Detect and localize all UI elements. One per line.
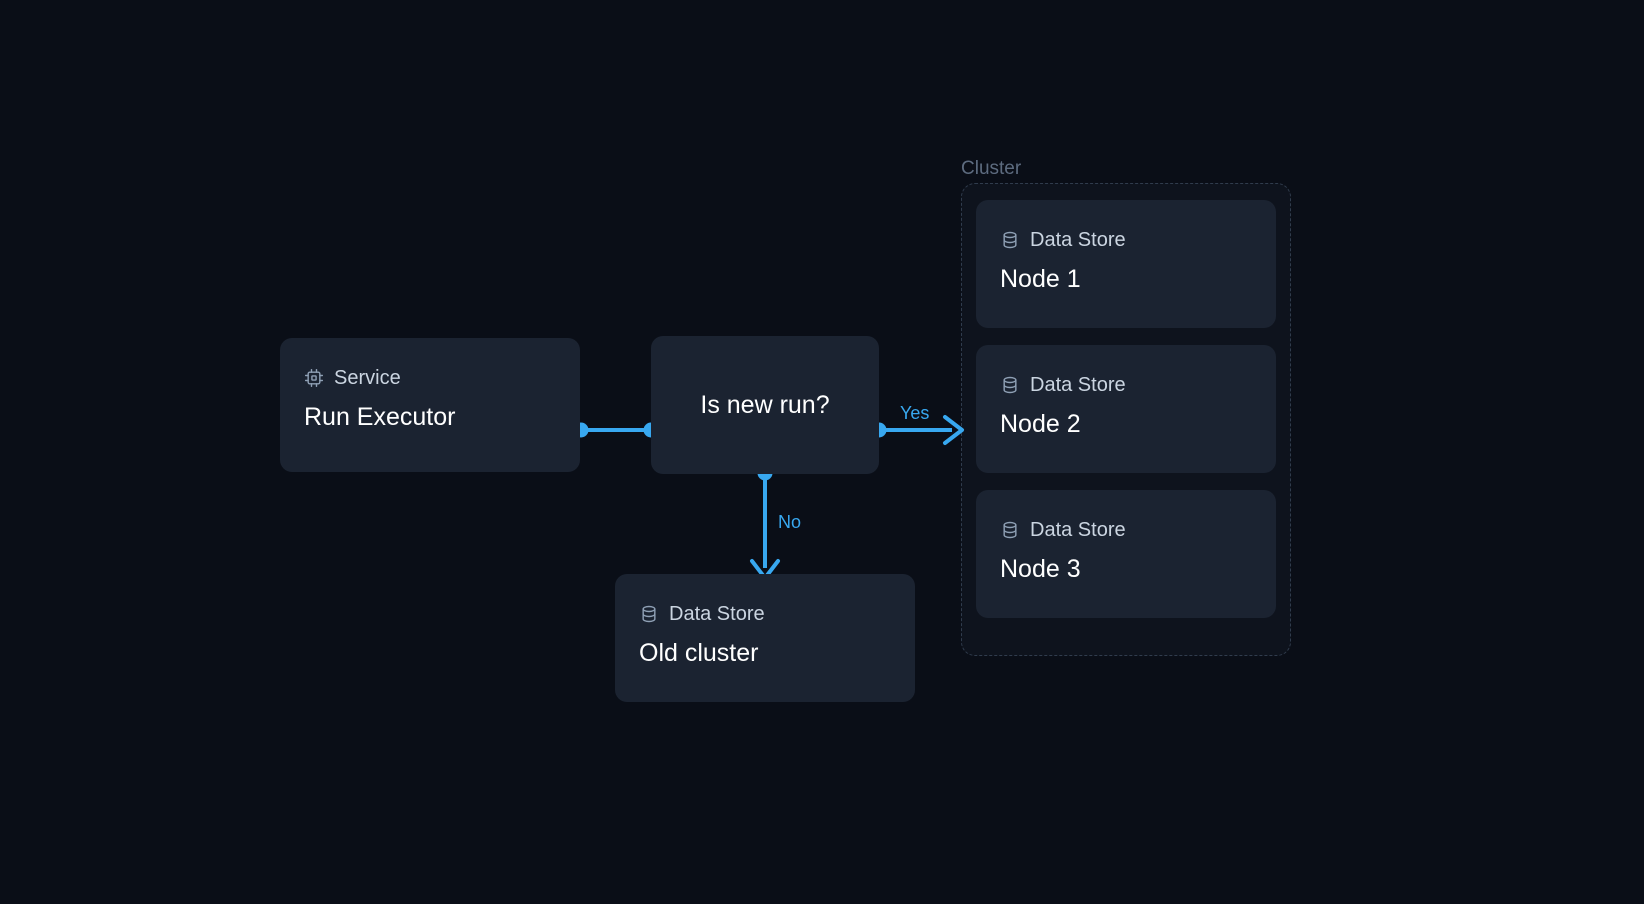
edge-label-yes: Yes — [900, 403, 930, 423]
node-node-3-title: Node 3 — [1000, 555, 1081, 583]
node-node-1-head: Data Store — [1000, 228, 1252, 252]
node-is-new-run[interactable]: Is new run? — [651, 336, 879, 474]
node-old-cluster-head: Data Store — [639, 602, 891, 626]
edge-executor-to-decision — [573, 422, 659, 438]
node-node-3-head: Data Store — [1000, 518, 1252, 542]
node-old-cluster-title: Old cluster — [639, 639, 759, 667]
node-node-2[interactable]: Data Store Node 2 — [976, 345, 1276, 473]
edge-decision-no — [750, 465, 780, 580]
node-node-3-type: Data Store — [1030, 519, 1126, 541]
node-old-cluster-type: Data Store — [669, 603, 765, 625]
node-run-executor-title: Run Executor — [304, 403, 456, 431]
database-icon — [1000, 375, 1020, 395]
node-run-executor-head: Service — [304, 366, 556, 390]
node-node-2-head: Data Store — [1000, 373, 1252, 397]
database-icon — [1000, 520, 1020, 540]
database-icon — [1000, 230, 1020, 250]
node-node-3[interactable]: Data Store Node 3 — [976, 490, 1276, 618]
edge-label-no: No — [778, 512, 802, 532]
node-node-1-type: Data Store — [1030, 229, 1126, 251]
node-node-2-title: Node 2 — [1000, 410, 1081, 438]
node-run-executor-type: Service — [334, 367, 401, 389]
node-run-executor[interactable]: Service Run Executor — [280, 338, 580, 472]
node-is-new-run-title: Is new run? — [700, 391, 830, 419]
node-node-1-title: Node 1 — [1000, 265, 1081, 293]
node-node-1[interactable]: Data Store Node 1 — [976, 200, 1276, 328]
node-node-2-type: Data Store — [1030, 374, 1126, 396]
node-old-cluster[interactable]: Data Store Old cluster — [615, 574, 915, 702]
cpu-icon — [304, 368, 324, 388]
cluster-label: Cluster — [961, 158, 1022, 179]
database-icon — [639, 604, 659, 624]
